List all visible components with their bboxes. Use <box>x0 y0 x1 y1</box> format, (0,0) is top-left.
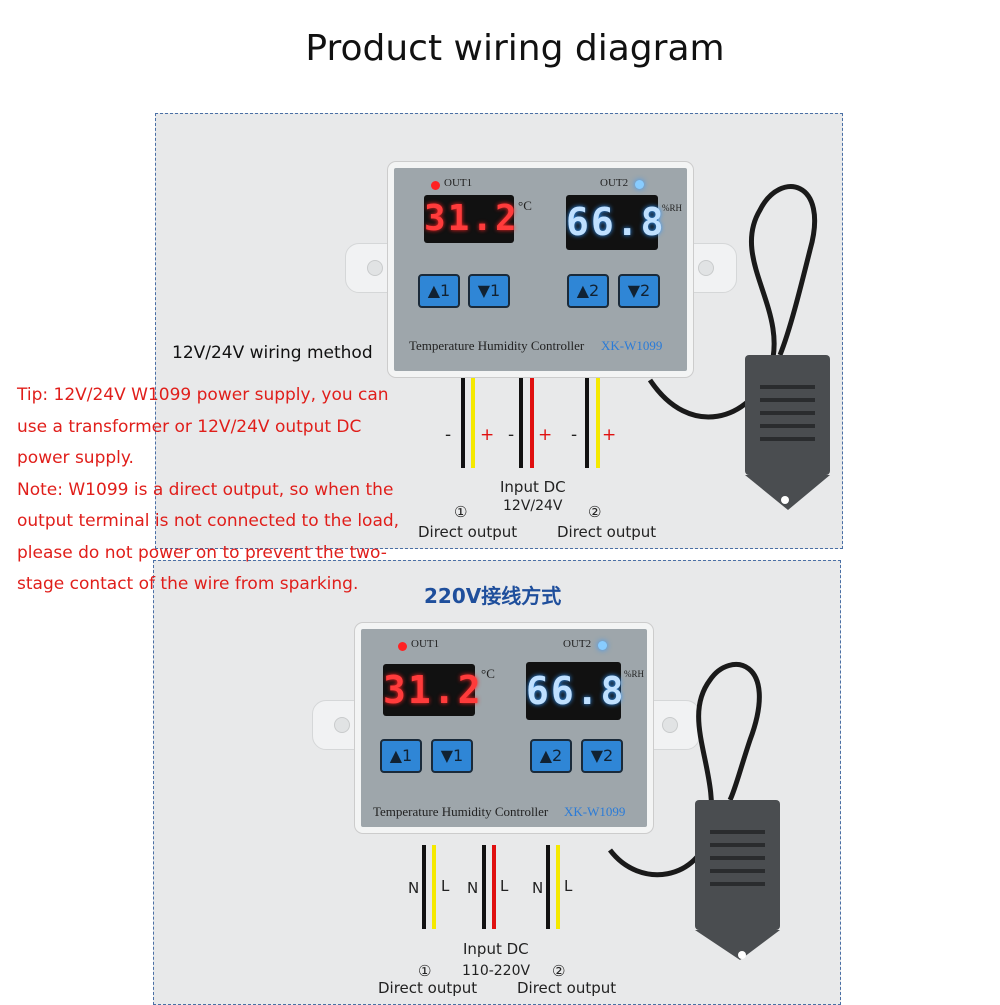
wire-label: L <box>441 877 450 895</box>
wire-black <box>461 378 465 468</box>
humidity-unit: %RH <box>662 203 682 213</box>
wire-red <box>530 378 534 468</box>
humidity-unit: %RH <box>624 669 644 679</box>
wire-label: L <box>500 877 509 895</box>
tip-line: Note: W1099 is a direct output, so when … <box>17 479 394 500</box>
output-2-number: ② <box>588 503 602 521</box>
wire-yellow <box>432 845 436 929</box>
up-button-1[interactable]: ▲1 <box>418 274 460 308</box>
humidity-display: 66.8 <box>526 662 624 720</box>
input-voltage: 12V/24V <box>503 498 563 514</box>
wire-black <box>519 378 523 468</box>
tip-line: stage contact of the wire from sparking. <box>17 574 359 594</box>
out2-led <box>635 180 644 189</box>
tip-notes: Tip: 12V/24V W1099 power supply, you can… <box>17 380 417 601</box>
dc-heading: 12V/24V wiring method <box>172 343 373 363</box>
out2-label: OUT2 <box>600 177 629 189</box>
wire-label: + <box>538 425 553 445</box>
temp-unit: °C <box>518 198 532 213</box>
out2-led <box>598 641 607 650</box>
output-1-label: Direct output <box>418 523 518 541</box>
tip-line: output terminal is not connected to the … <box>17 511 400 531</box>
out1-label: OUT1 <box>444 177 473 189</box>
model-label: XK-W1099 <box>564 804 626 819</box>
controller-label: Temperature Humidity Controller <box>409 338 585 353</box>
sensor-probe-dc <box>647 184 830 510</box>
wire-black <box>482 845 486 929</box>
up-button-2[interactable]: ▲2 <box>567 274 609 308</box>
out1-led <box>398 642 407 651</box>
wire-black <box>546 845 550 929</box>
sensor-probe-ac <box>608 662 780 960</box>
input-label: Input DC <box>500 478 566 496</box>
wire-yellow <box>471 378 475 468</box>
wire-label: N <box>408 879 420 897</box>
down-button-1[interactable]: ▼1 <box>431 739 473 773</box>
wire-red <box>492 845 496 929</box>
wire-label: - <box>445 425 452 445</box>
wire-label: - <box>508 425 515 445</box>
down-button-2[interactable]: ▼2 <box>618 274 660 308</box>
output-2-label: Direct output <box>517 979 617 997</box>
tip-line: use a transformer or 12V/24V output DC <box>17 416 362 437</box>
humidity-display: 66.8 <box>566 195 664 250</box>
input-voltage: 110-220V <box>462 963 531 979</box>
temperature-display: 31.2 <box>383 664 481 716</box>
output-1-number: ① <box>418 962 432 980</box>
controller-ac: OUT1 OUT2 31.2 °C 66.8 %RH ▲1 ▼1 ▲2 ▼2 T… <box>355 623 653 833</box>
wire-label: N <box>532 879 544 897</box>
tip-line: power supply. <box>17 448 134 468</box>
wire-label: N <box>467 879 479 897</box>
output-2-label: Direct output <box>557 523 657 541</box>
wire-label: - <box>571 425 578 445</box>
out1-led <box>431 181 440 190</box>
out1-label: OUT1 <box>411 638 440 650</box>
wire-label: L <box>564 877 573 895</box>
wire-yellow <box>556 845 560 929</box>
up-button-2[interactable]: ▲2 <box>530 739 572 773</box>
temp-unit: °C <box>481 666 495 681</box>
up-button-1[interactable]: ▲1 <box>380 739 422 773</box>
wire-yellow <box>596 378 600 468</box>
ac-heading: 220V接线方式 <box>424 584 562 608</box>
tip-line: Tip: 12V/24V W1099 power supply, you can <box>17 385 389 405</box>
down-button-2[interactable]: ▼2 <box>581 739 623 773</box>
wire-label: + <box>602 425 617 445</box>
out2-label: OUT2 <box>563 638 592 650</box>
tip-line: please do not power on to prevent the tw… <box>17 542 387 563</box>
wire-black <box>422 845 426 929</box>
output-1-number: ① <box>454 503 468 521</box>
wire-black <box>585 378 589 468</box>
page-title: Product wiring diagram <box>305 28 725 69</box>
controller-dc: OUT1 OUT2 31.2 °C 66.8 %RH ▲1 ▼1 ▲2 ▼2 T… <box>388 162 693 377</box>
model-label: XK-W1099 <box>601 338 663 353</box>
controller-label: Temperature Humidity Controller <box>373 804 549 819</box>
output-2-number: ② <box>552 962 566 980</box>
wire-label: + <box>480 425 495 445</box>
input-label: Input DC <box>463 940 529 958</box>
down-button-1[interactable]: ▼1 <box>468 274 510 308</box>
temperature-display: 31.2 <box>424 195 517 243</box>
output-1-label: Direct output <box>378 979 478 997</box>
